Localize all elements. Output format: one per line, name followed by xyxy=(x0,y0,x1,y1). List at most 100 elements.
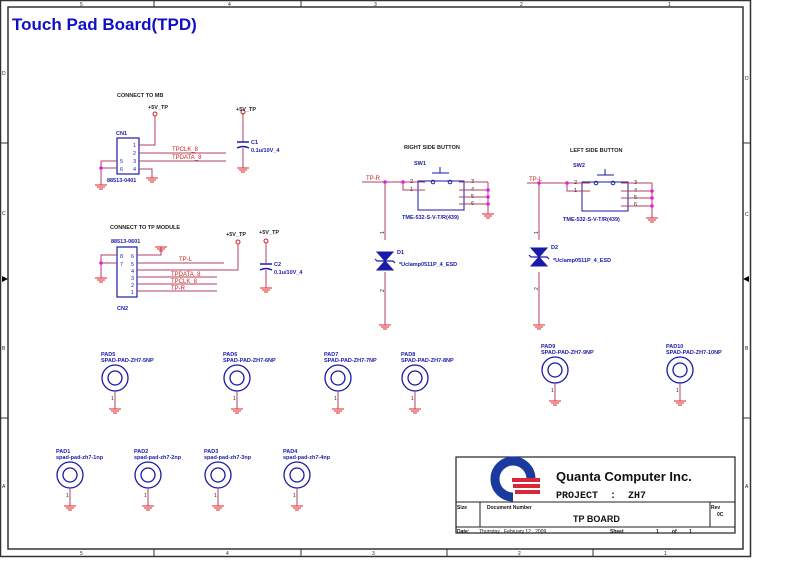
section-heading: LEFT SIDE BUTTON xyxy=(570,148,622,154)
net-label-tpdata: TPDATA_8 xyxy=(172,155,202,161)
pad-part: spad-pad-zh7-3np xyxy=(204,455,252,461)
pad-ref: PAD1 xyxy=(56,449,70,455)
switch-sw2-icon[interactable] xyxy=(581,169,629,212)
power-net-label: +5V_TP xyxy=(226,232,246,238)
cn2-connector-body[interactable] xyxy=(116,246,138,298)
d2-part: *Uclamp0511P_4_ESD xyxy=(553,258,611,264)
pin-number: 5 xyxy=(131,262,134,268)
pad-outer-ring-icon xyxy=(541,356,569,384)
document-title: TP BOARD xyxy=(573,514,620,524)
pin-number: 1 xyxy=(293,493,296,499)
ground-icon xyxy=(482,213,494,219)
junction-dot xyxy=(99,166,103,170)
junction-dot xyxy=(486,188,490,192)
pin-number: 2 xyxy=(133,151,136,157)
cn1-connector-body[interactable] xyxy=(116,137,140,175)
pad-ref: PAD3 xyxy=(204,449,218,455)
ground-icon xyxy=(109,408,121,414)
title-block: Quanta Computer Inc. PROJECT : ZH7 Size … xyxy=(455,456,736,535)
sw2-ref: SW2 xyxy=(573,163,585,169)
company-name: Quanta Computer Inc. xyxy=(556,469,692,484)
pin-number: 5 xyxy=(120,159,123,165)
pad-inner-ring-icon xyxy=(672,362,688,378)
c1-value: 0.1u/10V_4 xyxy=(251,148,280,154)
pin-number: 1 xyxy=(676,388,679,394)
row-label: A xyxy=(2,484,6,490)
pin-number: 6 xyxy=(634,202,637,208)
net-label-tp-l: TP-L xyxy=(179,257,193,263)
net-label-tp-r: TP-R xyxy=(366,176,381,182)
connect-to-mb-block: CONNECT TO MB CN1 88513-0401 1 2 3 4 5 6… xyxy=(99,93,280,185)
pad-outer-ring-icon xyxy=(401,364,429,392)
pin-number: 1 xyxy=(66,493,69,499)
wire xyxy=(139,168,153,178)
pad-outer-ring-icon xyxy=(324,364,352,392)
pad-part: spad-pad-zh7-4np xyxy=(283,455,331,461)
arrow-icon xyxy=(2,276,8,282)
pin-number: 1 xyxy=(214,493,217,499)
c2-ref: C2 xyxy=(274,262,281,268)
rev-value: 0C xyxy=(717,512,724,518)
section-heading: CONNECT TO MB xyxy=(117,93,163,99)
c1-ref: C1 xyxy=(251,140,258,146)
junction-dot xyxy=(565,181,569,185)
pad-inner-ring-icon xyxy=(330,370,346,386)
pad-part: SPAD-PAD-ZH7-10NP xyxy=(666,350,722,356)
frame-labels: 5 4 3 2 1 5 4 3 2 1 D C B A D C B A xyxy=(2,2,749,557)
junction-dot xyxy=(486,195,490,199)
row-label: B xyxy=(745,346,749,352)
pad-inner-ring-icon xyxy=(229,370,245,386)
pad-outer-ring-icon xyxy=(283,461,311,489)
pad-inner-ring-icon xyxy=(107,370,123,386)
pin-number: 1 xyxy=(111,396,114,402)
ground-icon xyxy=(332,408,344,414)
date-value: Thursday , February 12 , 2009 xyxy=(479,529,546,535)
junction-dot xyxy=(99,261,103,265)
ground-icon xyxy=(64,505,76,511)
pin-number: 1 xyxy=(411,396,414,402)
pad-outer-ring-icon xyxy=(204,461,232,489)
c2-value: 0.1u/10V_4 xyxy=(274,270,303,276)
net-label-tp-l: TP-L xyxy=(529,177,543,183)
sw1-ref: SW1 xyxy=(414,161,426,167)
column-label: 1 xyxy=(668,2,671,8)
ground-icon xyxy=(291,505,303,511)
ground-icon xyxy=(212,505,224,511)
junction-dot xyxy=(650,189,654,193)
pad-outer-ring-icon xyxy=(134,461,162,489)
diode-d1-icon[interactable] xyxy=(374,251,396,271)
pad-part: SPAD-PAD-ZH7-9NP xyxy=(541,350,594,356)
wire xyxy=(100,254,117,278)
row-label: C xyxy=(2,211,6,217)
capacitor-c1-icon xyxy=(236,141,250,149)
pin-number: 3 xyxy=(131,276,134,282)
pad-ref: PAD6 xyxy=(223,352,237,358)
cn1-ref: CN1 xyxy=(116,131,127,137)
pin-number: 4 xyxy=(133,167,136,173)
diode-d2-icon[interactable] xyxy=(528,247,550,267)
switch-sw1-icon[interactable] xyxy=(417,167,465,211)
pad-part: spad-pad-zh7-1np xyxy=(56,455,104,461)
junction-dot xyxy=(650,196,654,200)
row-label: D xyxy=(2,71,6,77)
power-net-label: +5V_TP xyxy=(236,107,256,113)
row-label: C xyxy=(745,212,749,218)
capacitor-c2-icon xyxy=(259,263,273,271)
pad-ref: PAD4 xyxy=(283,449,298,455)
wire xyxy=(402,182,425,191)
cn2-part: 88513-0601 xyxy=(111,239,140,245)
power-port-icon xyxy=(152,111,158,117)
power-net-label: +5V_TP xyxy=(259,230,279,236)
pad-part: SPAD-PAD-ZH7-6NP xyxy=(223,358,276,364)
